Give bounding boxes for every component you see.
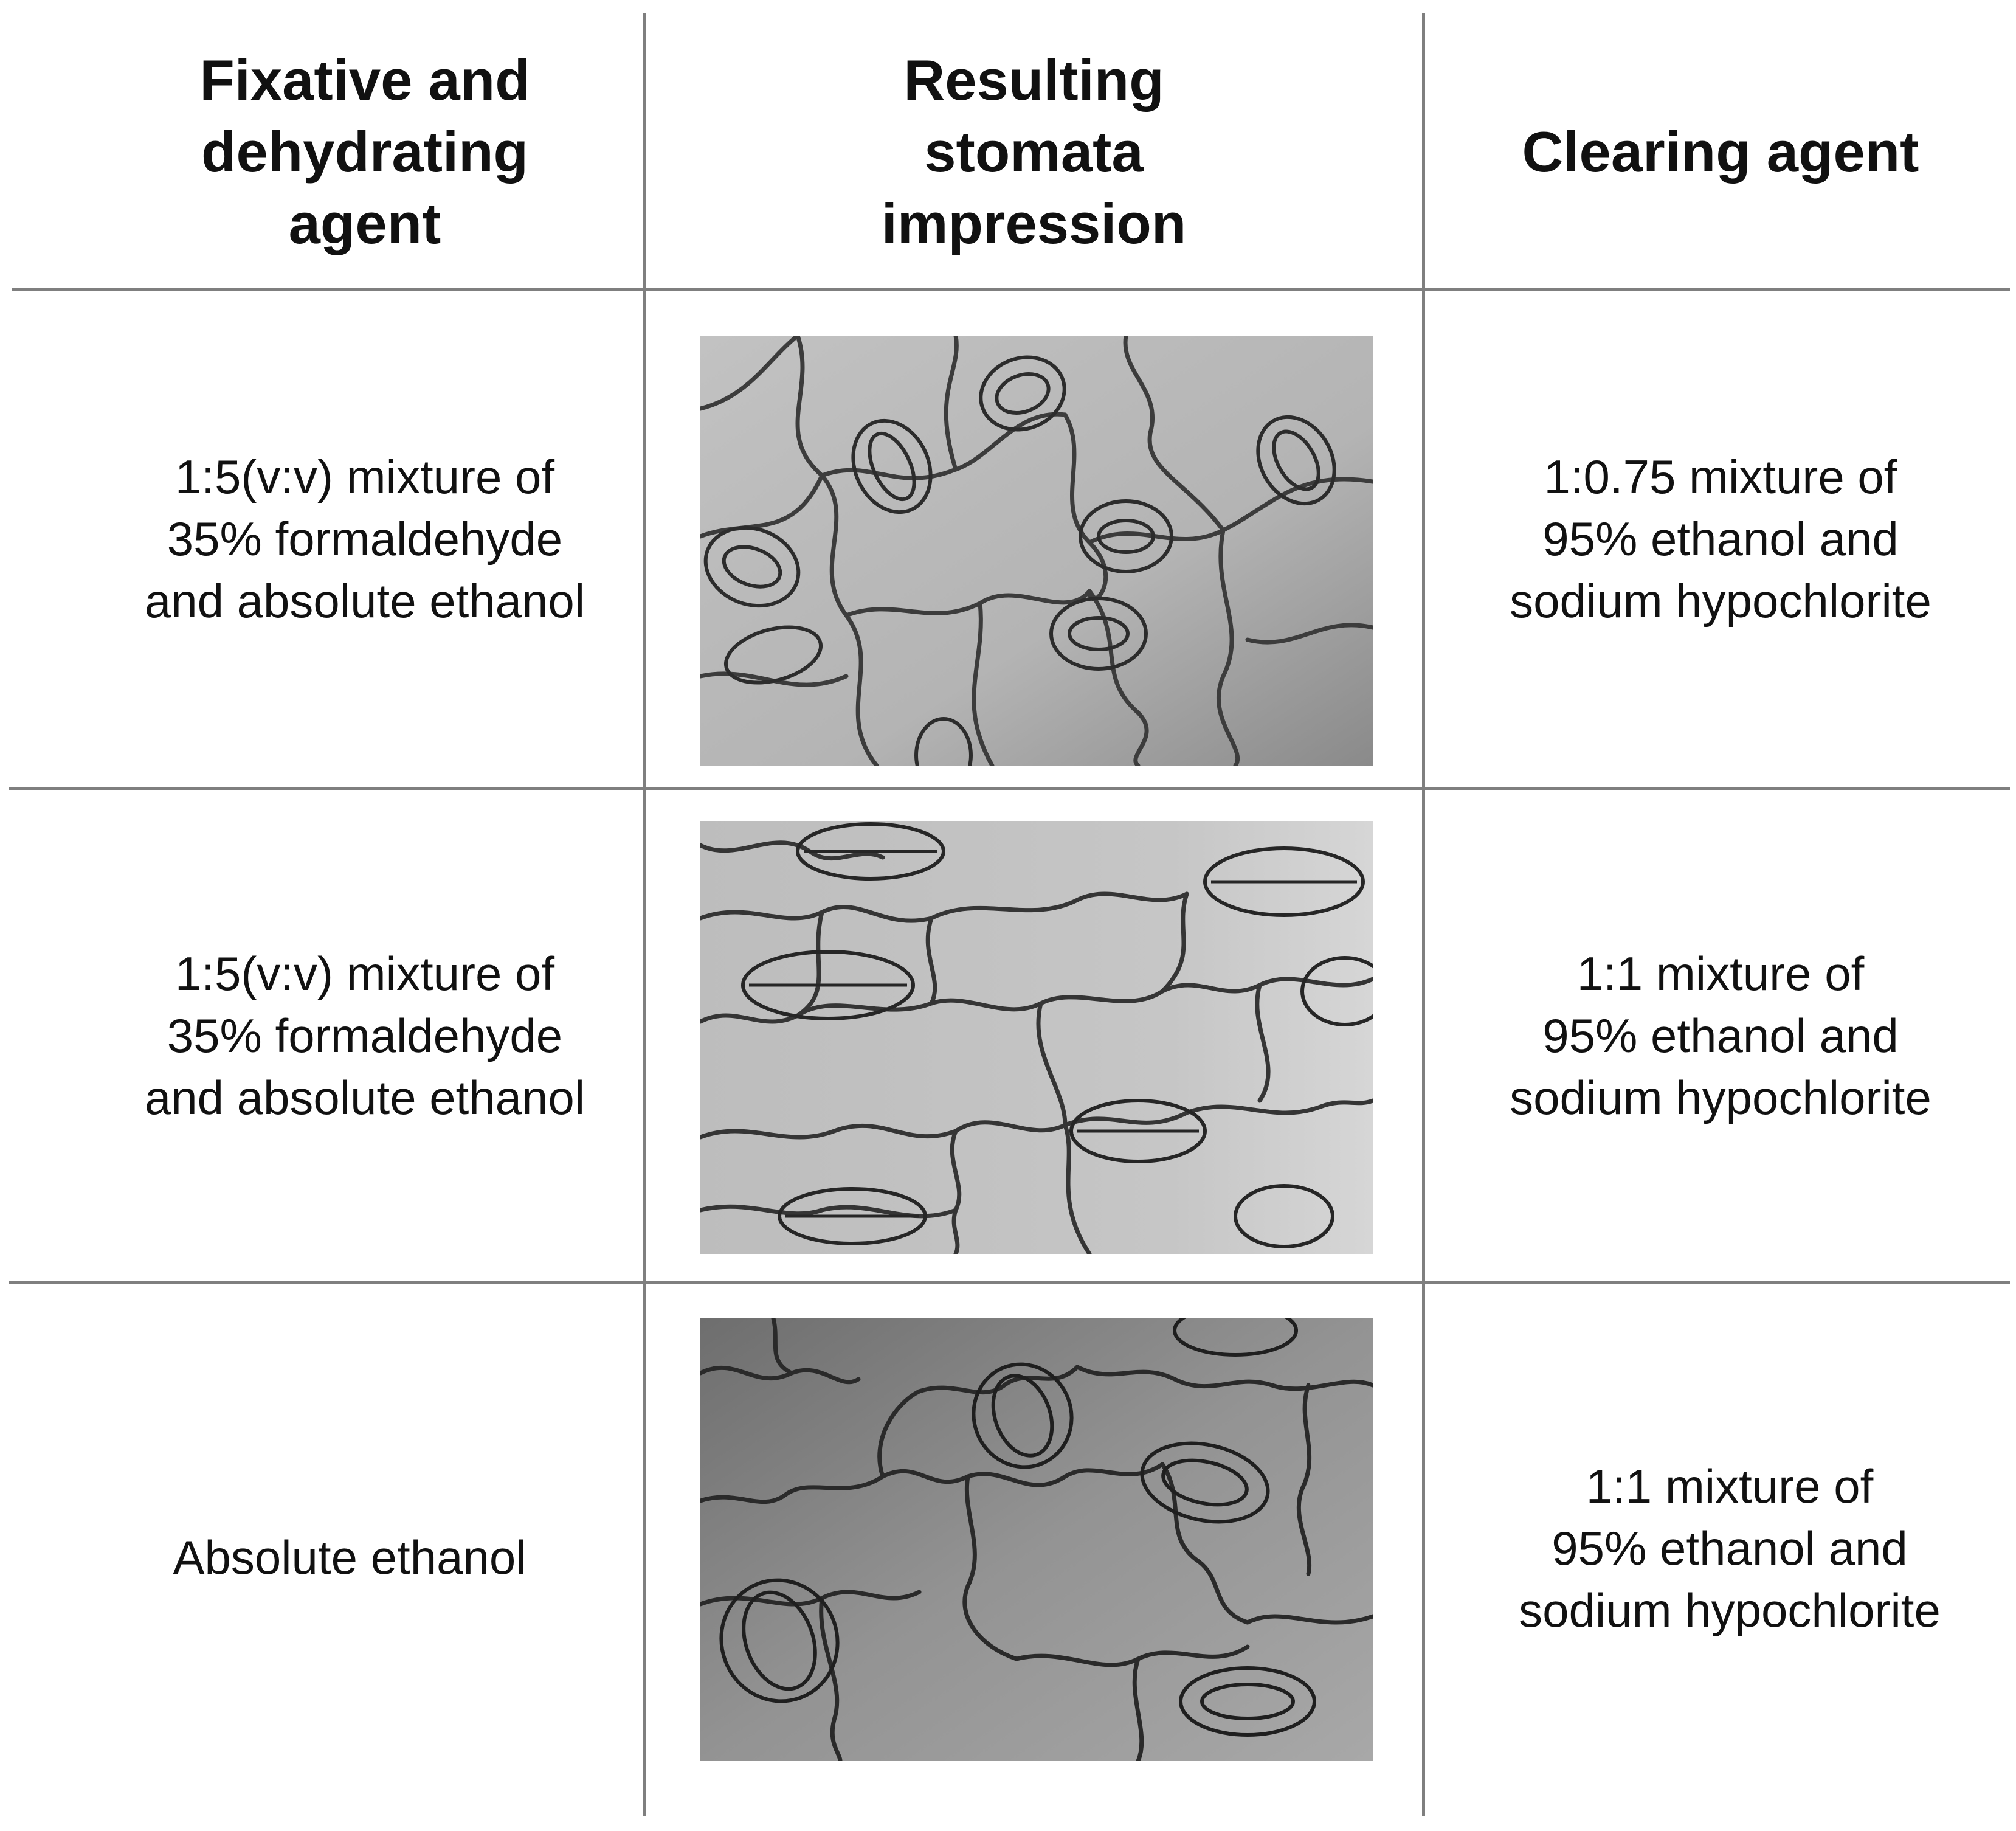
row-3-fixative: Absolute ethanol bbox=[61, 1284, 638, 1831]
fixative-line: 35% formaldehyde bbox=[167, 1008, 563, 1062]
header-line: dehydrating bbox=[201, 120, 528, 184]
row-1-clearing: 1:0.75 mixture of 95% ethanol and sodium… bbox=[1425, 291, 2016, 787]
clearing-line: 1:0.75 mixture of bbox=[1544, 450, 1897, 504]
row-3-clearing: 1:1 mixture of 95% ethanol and sodium hy… bbox=[1443, 1284, 2016, 1813]
fixative-line: 1:5(v:v) mixture of bbox=[174, 946, 555, 1000]
fixative-line: 35% formaldehyde bbox=[167, 512, 563, 566]
fixative-line: Absolute ethanol bbox=[173, 1531, 526, 1584]
clearing-line: sodium hypochlorite bbox=[1510, 1070, 1931, 1124]
clearing-line: 95% ethanol and bbox=[1552, 1521, 1908, 1575]
clearing-line: sodium hypochlorite bbox=[1510, 574, 1931, 628]
clearing-line: 95% ethanol and bbox=[1542, 512, 1899, 566]
row-divider-2 bbox=[9, 1281, 2010, 1284]
column-divider-1 bbox=[643, 13, 646, 1816]
row-divider-1 bbox=[9, 787, 2010, 790]
header-clearing: Clearing agent bbox=[1425, 24, 2016, 280]
clearing-line: 1:1 mixture of bbox=[1586, 1459, 1874, 1513]
header-impression: Resulting stomata impression bbox=[646, 24, 1422, 280]
fixative-line: 1:5(v:v) mixture of bbox=[174, 450, 555, 504]
fixative-line: and absolute ethanol bbox=[144, 1070, 585, 1124]
header-line: Resulting bbox=[903, 48, 1164, 112]
row-1-fixative: 1:5(v:v) mixture of 35% formaldehyde and… bbox=[91, 291, 638, 787]
row-2-fixative: 1:5(v:v) mixture of 35% formaldehyde and… bbox=[91, 790, 638, 1281]
fixative-line: and absolute ethanol bbox=[144, 574, 585, 628]
stomata-micrograph-icon bbox=[700, 1318, 1373, 1761]
clearing-line: 1:1 mixture of bbox=[1576, 946, 1865, 1000]
header-line: agent bbox=[288, 192, 441, 255]
header-line: stomata bbox=[924, 120, 1144, 184]
header-line: Fixative and bbox=[199, 48, 530, 112]
header-line: impression bbox=[881, 192, 1187, 255]
header-fixative: Fixative and dehydrating agent bbox=[0, 24, 730, 280]
column-divider-2 bbox=[1422, 13, 1425, 1816]
stomata-micrograph-icon bbox=[700, 821, 1373, 1254]
clearing-line: 95% ethanol and bbox=[1542, 1008, 1899, 1062]
stomata-micrograph-icon bbox=[700, 336, 1373, 766]
clearing-line: sodium hypochlorite bbox=[1519, 1584, 1941, 1637]
row-2-clearing: 1:1 mixture of 95% ethanol and sodium hy… bbox=[1425, 790, 2016, 1281]
header-line: Clearing agent bbox=[1522, 120, 1919, 184]
header-divider bbox=[12, 288, 2010, 291]
